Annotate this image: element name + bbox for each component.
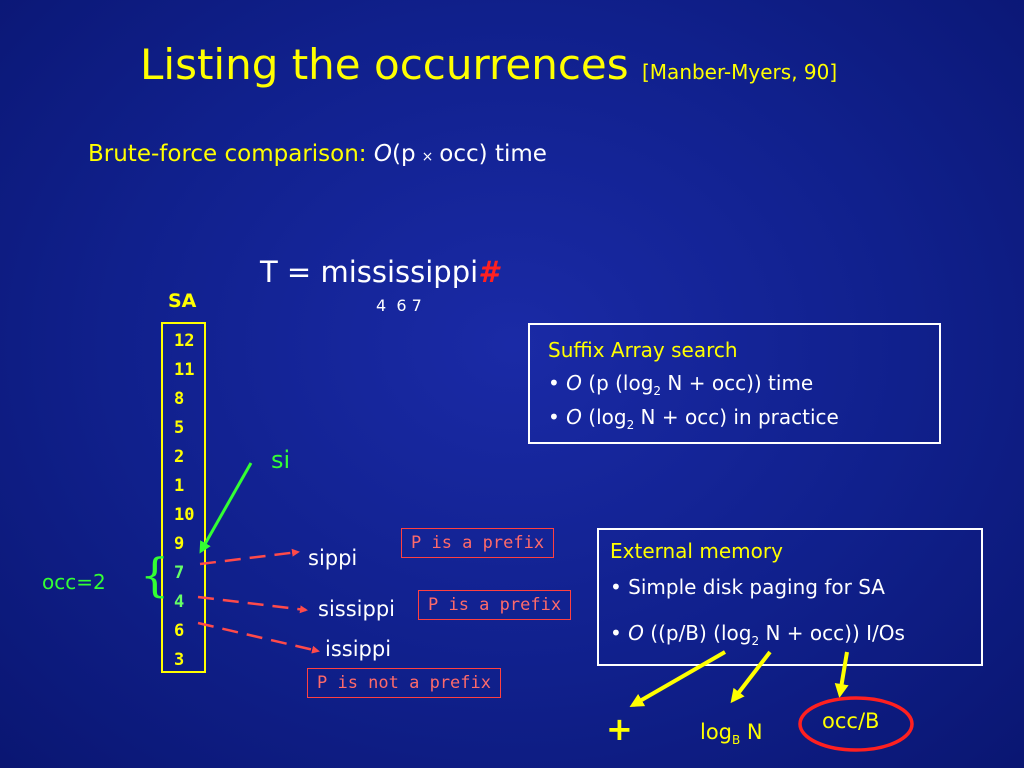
external-box-heading: External memory (610, 539, 783, 563)
log-subscript: B (732, 733, 741, 748)
external-box-line-2: • O ((p/B) (log2 N + occ)) I/Os (610, 621, 905, 648)
suffix-arrow-1 (199, 548, 300, 566)
bullet: • (548, 371, 567, 395)
plus-sign: + (606, 710, 633, 748)
prefix-box-2: P is a prefix (418, 590, 572, 620)
arrow-to-log (730, 650, 772, 704)
title-text: Listing the occurrences (140, 40, 629, 89)
sa-entry: 2 (174, 447, 185, 467)
sa-entry: 1 (174, 476, 185, 496)
suffix-sissippi: sissippi (318, 597, 395, 621)
sa-entry-match: 7 (174, 563, 185, 583)
subtitle-label: Brute-force comparison: (88, 141, 367, 167)
sa-label: SA (168, 290, 197, 312)
occ-brace: { (140, 548, 170, 602)
sa-list: 12 11 8 5 2 1 10 9 7 4 6 3 (174, 329, 194, 677)
suffix-arrow-2 (197, 595, 308, 614)
times-symbol: × (421, 149, 434, 165)
text-string: T = mississippi# (260, 255, 498, 289)
line-part: (log (581, 405, 627, 429)
suffix-sippi: sippi (308, 546, 358, 570)
subtitle: Brute-force comparison: O(p × occ) time (88, 141, 547, 167)
external-memory-box: External memory • Simple disk paging for… (597, 528, 983, 666)
line-part: ((p/B) (log (643, 621, 752, 645)
subscript: 2 (751, 634, 760, 648)
prefix-box-3: P is not a prefix (307, 668, 501, 698)
subscript: 2 (626, 418, 635, 432)
suffix-array-search-box: Suffix Array search • O (p (log2 N + occ… (528, 323, 941, 444)
bullet: • (548, 405, 567, 429)
pattern-arrow (199, 462, 253, 554)
suffix-arrow-3 (197, 621, 320, 654)
sa-entry: 9 (174, 534, 185, 554)
search-box-line-2: • O (log2 N + occ) in practice (548, 405, 839, 432)
subtitle-rest: occ) time (439, 141, 547, 167)
occ-label: occ=2 (42, 570, 106, 594)
text-prefix: T = mississippi (260, 255, 479, 289)
search-box-heading: Suffix Array search (548, 338, 738, 362)
big-o: O (566, 405, 582, 429)
text-positions: 4 6 7 (376, 296, 422, 315)
sa-entry: 3 (174, 650, 185, 670)
sa-entry-match: 4 (174, 592, 185, 612)
prefix-box-1: P is a prefix (401, 528, 555, 558)
arrow-to-occ-b (834, 651, 849, 698)
title-citation: [Manber-Myers, 90] (642, 60, 838, 84)
line-part: N + occ)) time (661, 371, 814, 395)
subtitle-p: (p (391, 141, 416, 167)
suffix-issippi: issippi (325, 637, 392, 661)
big-o: O (628, 621, 644, 645)
log-text: log (700, 720, 733, 744)
search-box-line-1: • O (p (log2 N + occ)) time (548, 371, 813, 398)
text-hash: # (478, 255, 499, 289)
sa-entry: 5 (174, 418, 185, 438)
line-part: N + occ) in practice (634, 405, 839, 429)
sa-entry: 11 (174, 360, 195, 380)
occ-b-highlight-circle (798, 696, 914, 752)
sa-entry: 6 (174, 621, 185, 641)
log-rest: N (740, 720, 763, 744)
line-part: N + occ)) I/Os (759, 621, 905, 645)
big-o: O (566, 371, 582, 395)
sa-entry: 8 (174, 389, 185, 409)
occ-over-b: occ/B (822, 709, 880, 733)
bullet: • (610, 621, 629, 645)
log-b-n: logB N (700, 720, 763, 747)
subscript: 2 (653, 384, 662, 398)
pattern-label: si (271, 446, 291, 474)
line-part: (p (log (581, 371, 654, 395)
sa-entry: 12 (174, 331, 195, 351)
sa-entry: 10 (174, 505, 195, 525)
external-box-line-1: • Simple disk paging for SA (610, 575, 885, 599)
sa-box (161, 322, 206, 673)
slide-title: Listing the occurrences [Manber-Myers, 9… (140, 40, 837, 89)
subtitle-o: O (373, 141, 392, 167)
arrow-to-plus (629, 650, 726, 707)
